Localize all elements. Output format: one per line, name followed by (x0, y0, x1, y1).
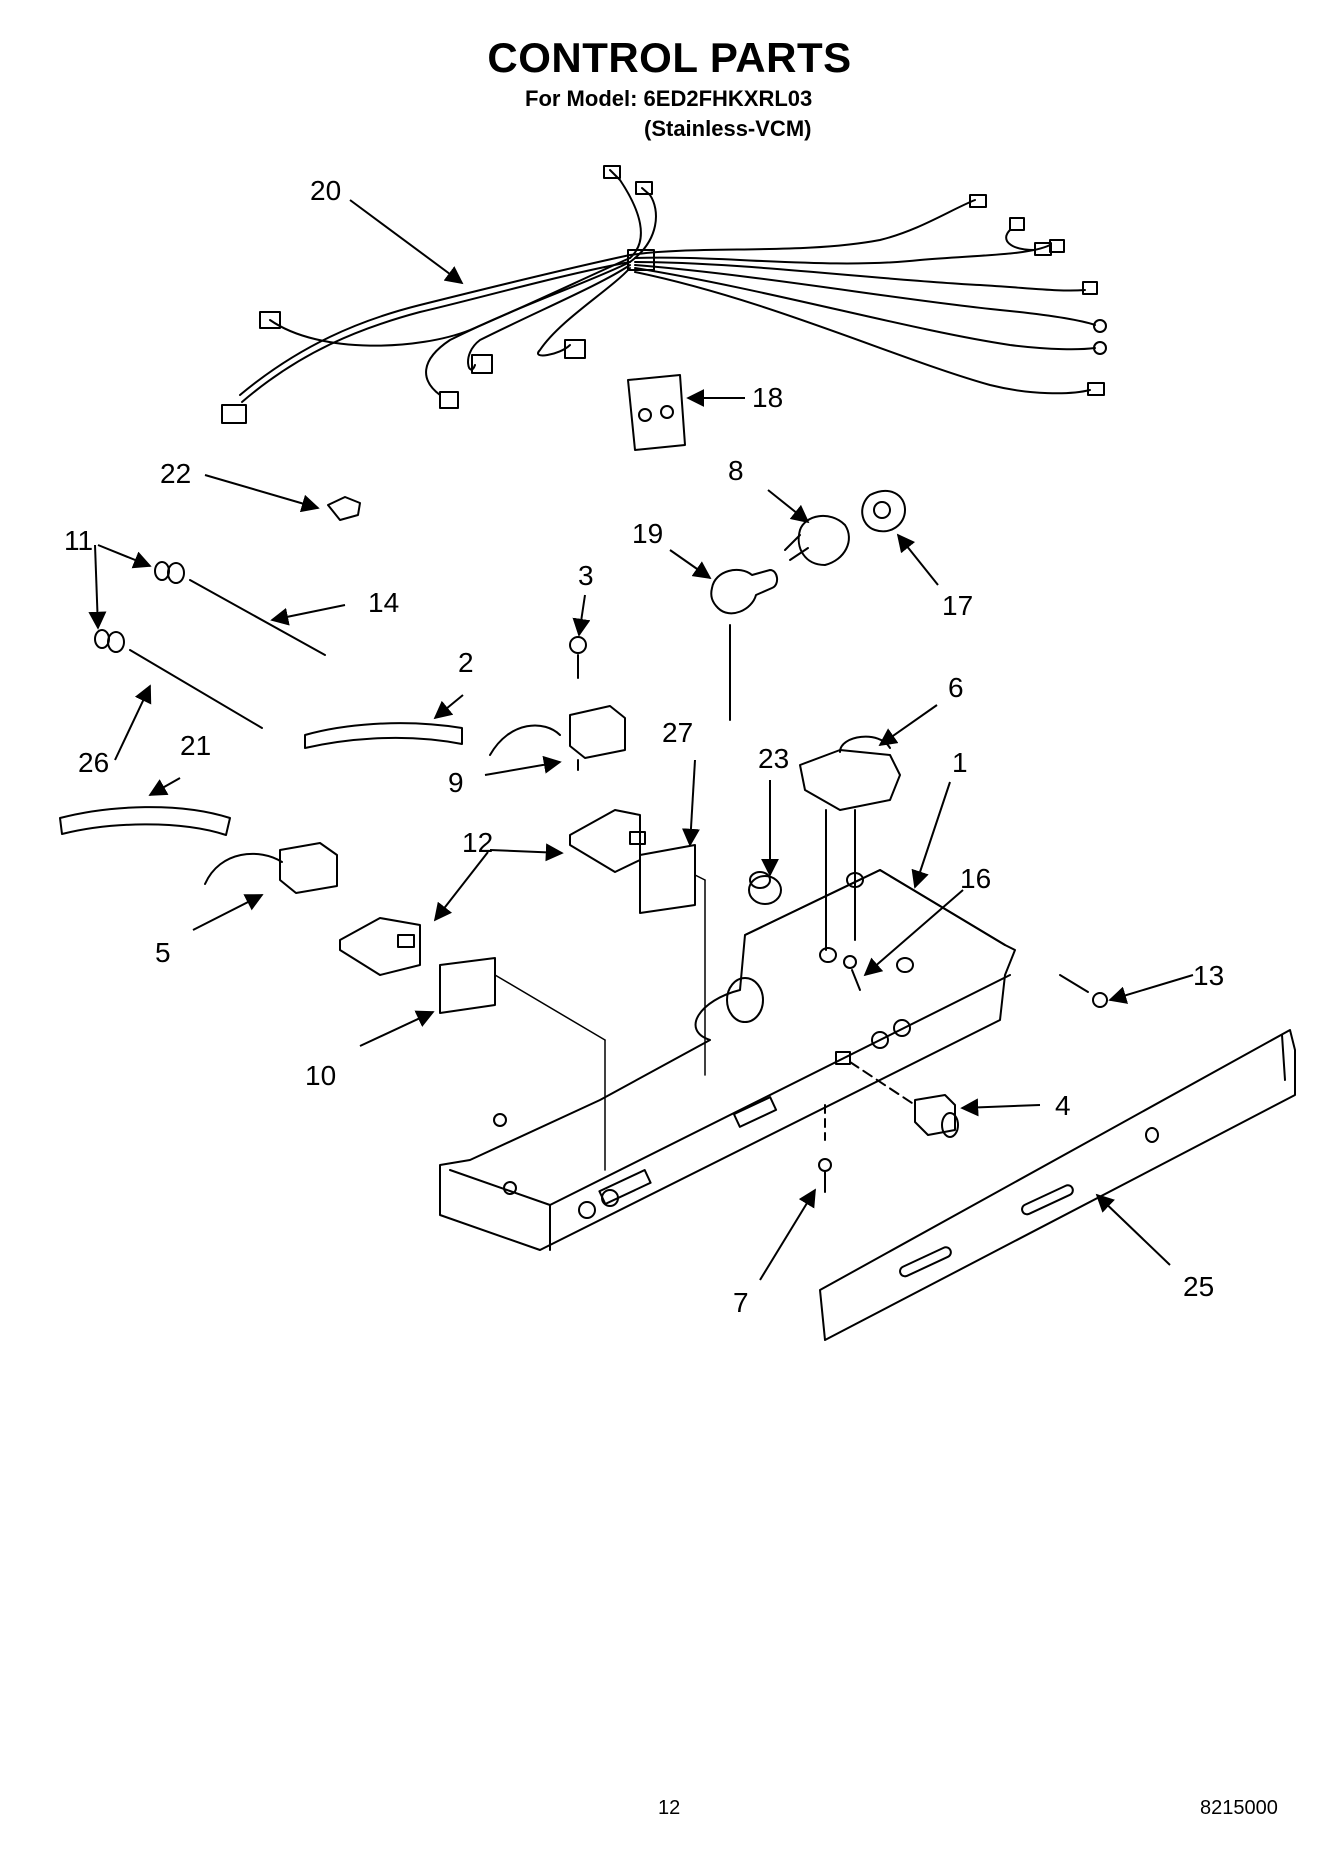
label-27 (639, 844, 696, 914)
callout-21: 21 (180, 730, 211, 761)
callout-22: 22 (160, 458, 191, 489)
callout-6: 6 (948, 672, 964, 703)
callout-13: 13 (1193, 960, 1224, 991)
callout-25: 25 (1183, 1271, 1214, 1302)
front-cover (819, 1029, 1296, 1341)
callout-11: 11 (64, 525, 93, 556)
callout-19: 19 (632, 518, 663, 549)
thermostat (799, 735, 901, 951)
wire-harness (221, 165, 1107, 424)
callout-labels: 20 18 22 8 11 19 17 14 3 6 2 26 21 27 9 … (64, 175, 1224, 1318)
leader-lines (88, 199, 1194, 1281)
wire-clip (327, 496, 361, 521)
page-number: 12 (658, 1797, 681, 1819)
callout-17: 17 (942, 590, 973, 621)
callout-7: 7 (733, 1287, 749, 1318)
switch-left (204, 842, 338, 894)
control-housing (439, 869, 1016, 1251)
finish-label: (Stainless-VCM) (644, 116, 812, 141)
callout-5: 5 (155, 937, 171, 968)
mounting-pad (627, 374, 686, 451)
switch-top (489, 636, 626, 771)
callout-16: 16 (960, 863, 991, 894)
lamp-socket (784, 515, 850, 566)
document-number: 8215000 (1200, 1797, 1278, 1819)
callout-27: 27 (662, 717, 693, 748)
cap (748, 871, 782, 905)
callout-12: 12 (462, 827, 493, 858)
callout-26: 26 (78, 747, 109, 778)
mounting-screw (843, 955, 861, 991)
callout-9: 9 (448, 767, 464, 798)
light-bulb (710, 568, 778, 721)
door-switch (849, 1061, 959, 1138)
tubes (59, 722, 463, 836)
page-title: CONTROL PARTS (487, 34, 852, 81)
callout-10: 10 (305, 1060, 336, 1091)
callout-14: 14 (368, 587, 399, 618)
callout-20: 20 (310, 175, 341, 206)
side-screw (1059, 974, 1108, 1008)
callout-1: 1 (952, 747, 968, 778)
rods (94, 561, 326, 729)
label-10 (439, 957, 496, 1014)
bracket-upper (569, 809, 646, 873)
callout-4: 4 (1055, 1090, 1071, 1121)
model-line: For Model: 6ED2FHKXRL03 (525, 86, 813, 111)
callout-2: 2 (458, 647, 474, 678)
callout-18: 18 (752, 382, 783, 413)
callout-3: 3 (578, 560, 594, 591)
bottom-screw (818, 1104, 832, 1193)
callout-23: 23 (758, 743, 789, 774)
callout-8: 8 (728, 455, 744, 486)
bracket-lower (339, 917, 421, 976)
lamp-bracket (861, 490, 906, 533)
